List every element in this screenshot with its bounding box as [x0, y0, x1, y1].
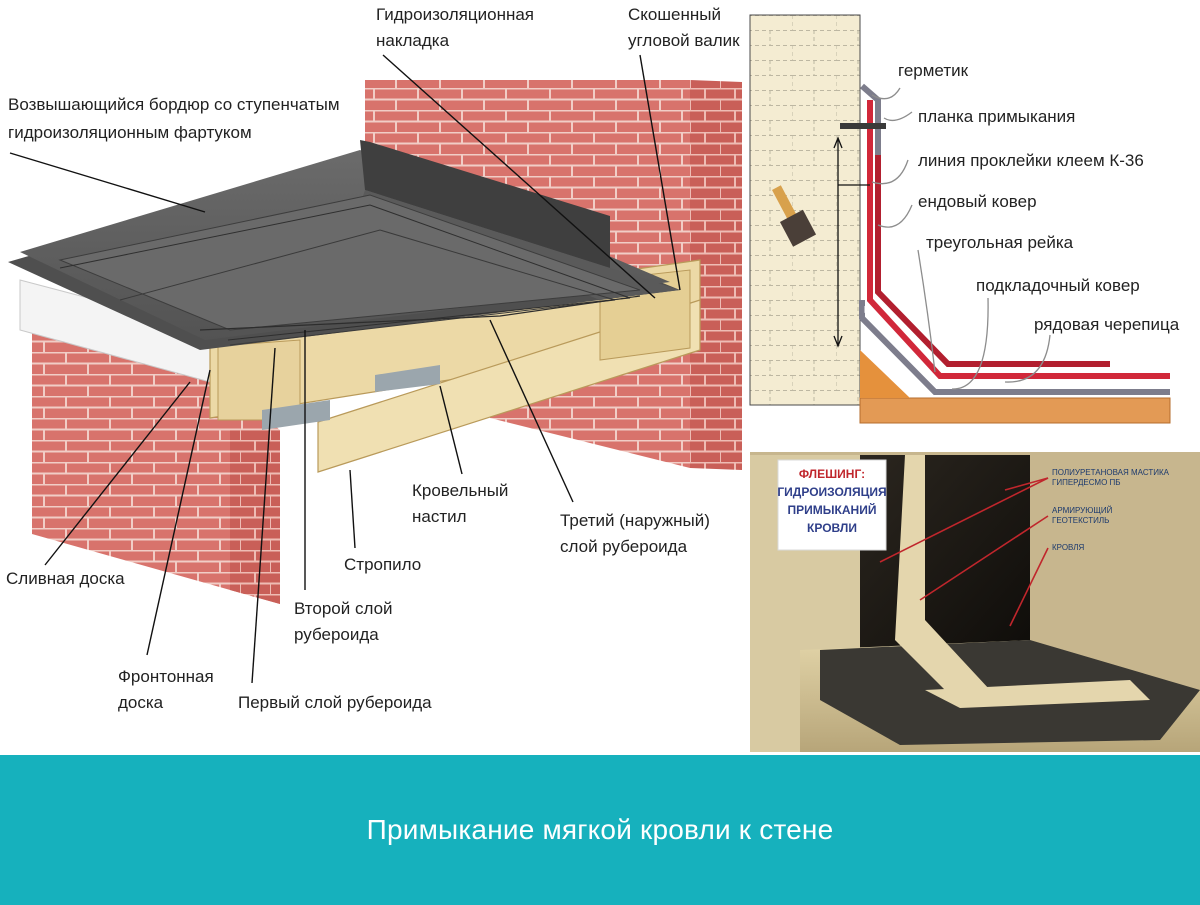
photo-geotextile-strip [895, 455, 990, 705]
front-brick-wall-corner [230, 430, 280, 604]
diagram-canvas: Возвышающийся бордюр со ступенчатым гидр… [6, 5, 1200, 752]
label-fillet-line2: угловой валик [628, 31, 740, 50]
label-underlay: подкладочный ковер [976, 276, 1140, 295]
leader-flashing-strip [883, 111, 913, 122]
deck-gap-1 [262, 400, 330, 430]
leader-shingles [1004, 334, 1051, 383]
label-drip-board: Сливная доска [6, 569, 125, 588]
label-third-layer-line1: Третий (наружный) [560, 511, 710, 530]
flashing-strip [860, 83, 881, 155]
left-leader-lines [9, 54, 681, 684]
photo-note-geotextile-1: АРМИРУЮЩИЙ [1052, 506, 1113, 515]
label-valley-carpet: ендовый ковер [918, 192, 1037, 211]
leader-first-layer [251, 347, 276, 684]
leader-valley-carpet [877, 204, 913, 228]
triangle-fillet [860, 350, 910, 398]
wall-section [749, 14, 861, 406]
photo-sign [777, 459, 887, 551]
label-triangular-strip: треугольная рейка [926, 233, 1074, 252]
flashing-detail [749, 14, 1171, 424]
leader-overlay [382, 54, 656, 299]
label-second-layer-line2: рубероида [294, 625, 379, 644]
photo-note-geotextile-2: ГЕОТЕКСТИЛЬ [1052, 516, 1109, 525]
right-labels: герметик планка примыкания линия проклей… [898, 61, 1180, 334]
leader-fillet [639, 54, 681, 291]
leader-rafter [349, 469, 356, 549]
roof-base [859, 397, 1171, 424]
roof-field [58, 194, 641, 331]
right-leader-lines [871, 87, 1051, 390]
back-brick-wall-side [690, 80, 742, 470]
label-raised-curb-line1: Возвышающийся бордюр со ступенчатым [8, 95, 340, 114]
photo-leader-roofing [1009, 547, 1049, 627]
layer-edge-2 [119, 229, 616, 346]
curb-flashing [360, 190, 680, 300]
label-deck-line2: настил [412, 507, 467, 526]
label-deck-line1: Кровельный [412, 481, 508, 500]
underlay-layer [859, 300, 1170, 395]
shingle-layer [875, 130, 1110, 367]
photo-note-mastic-1: ПОЛИУРЕТАНОВАЯ МАСТИКА [1052, 468, 1170, 477]
leader-third-layer [489, 319, 574, 503]
photo-dark-wall [860, 455, 1030, 650]
sign-line1: ФЛЕШИНГ: [799, 467, 865, 481]
label-rafter: Стропило [344, 555, 421, 574]
label-fillet-line1: Скошенный [628, 5, 721, 24]
leader-triangular-strip [917, 249, 936, 373]
photo-leader-geotextile [919, 515, 1049, 601]
label-second-layer-line1: Второй слой [294, 599, 393, 618]
deck-gap-2 [375, 365, 440, 392]
label-fascia-line1: Фронтонная [118, 667, 214, 686]
sign-line4: КРОВЛИ [807, 521, 857, 535]
label-third-layer-line2: слой рубероида [560, 537, 688, 556]
label-glue-line: линия проклейки клеем К-36 [918, 151, 1144, 170]
layer-edge-3 [199, 295, 641, 331]
label-overlay-line2: накладка [376, 31, 450, 50]
photo-note-roofing: КРОВЛЯ [1052, 543, 1085, 552]
label-sealant: герметик [898, 61, 969, 80]
label-flashing-strip: планка примыкания [918, 107, 1075, 126]
left-labels: Возвышающийся бордюр со ступенчатым гидр… [6, 5, 740, 712]
leader-raised-curb [9, 152, 206, 213]
leader-deck [439, 385, 463, 475]
flashing-photo: ФЛЕШИНГ: ГИДРОИЗОЛЯЦИЯ ПРИМЫКАНИЙ КРОВЛИ… [750, 452, 1200, 752]
leader-drip-board [44, 381, 191, 566]
leader-underlay [951, 297, 989, 390]
photo-note-mastic-2: ГИПЕРДЕСМО ПБ [1052, 478, 1121, 487]
sign-line3: ПРИМЫКАНИЙ [788, 502, 877, 517]
caption-bar: Примыкание мягкой кровли к стене [0, 755, 1200, 905]
label-overlay-line1: Гидроизоляционная [376, 5, 534, 24]
valley-carpet-layer [867, 100, 1170, 379]
caption-text: Примыкание мягкой кровли к стене [366, 814, 834, 845]
brush-icon [772, 185, 817, 247]
raised-curb [360, 140, 610, 268]
leader-sealant [871, 87, 901, 100]
label-raised-curb-line2: гидроизоляционным фартуком [8, 123, 252, 142]
label-shingles: рядовая черепица [1034, 315, 1180, 334]
leader-glue-line [871, 159, 909, 185]
photo-leader-mastic [879, 477, 1049, 563]
leader-fascia [146, 369, 211, 656]
fastener [840, 123, 886, 129]
sign-line2: ГИДРОИЗОЛЯЦИЯ [777, 485, 886, 499]
label-first-layer: Первый слой рубероида [238, 693, 432, 712]
roof-cross-section [8, 80, 742, 604]
label-fascia-line2: доска [118, 693, 164, 712]
